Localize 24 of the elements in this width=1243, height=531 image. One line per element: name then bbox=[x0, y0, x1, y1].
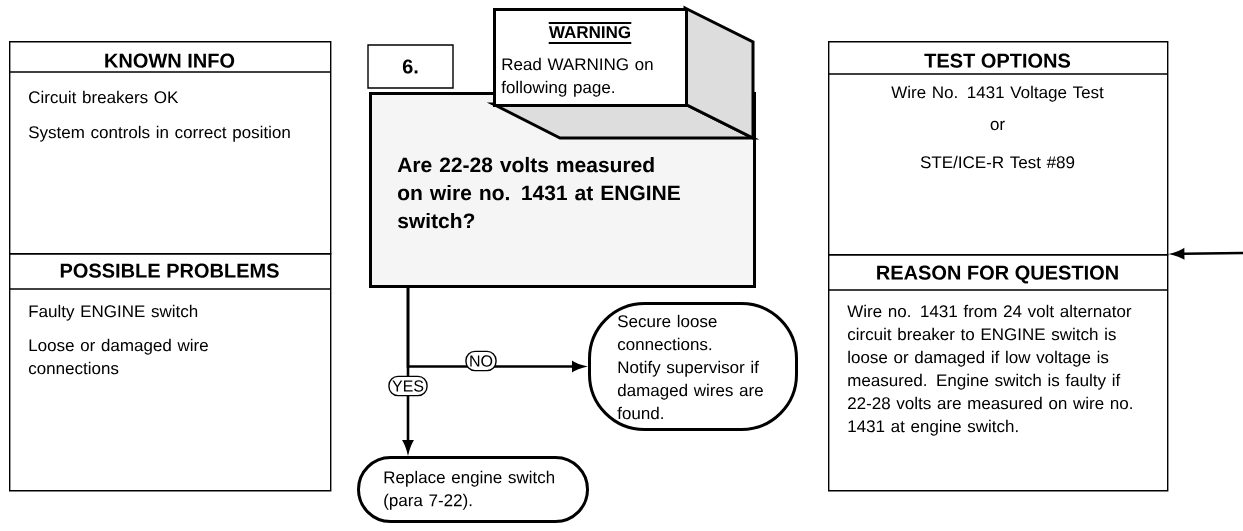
list-item: Circuit breakers OK bbox=[29, 90, 179, 104]
action-text: Replace engine switch (para 7-22). bbox=[384, 470, 555, 510]
panel-heading: TEST OPTIONS bbox=[924, 53, 1071, 68]
warning-text: Read WARNING on following page. bbox=[501, 57, 653, 97]
list-item: STE/ICE-R Test #89 bbox=[920, 155, 1075, 169]
info-panel bbox=[827, 41, 1169, 256]
list-item: or bbox=[990, 120, 1005, 131]
step-number-box: 6. bbox=[367, 44, 454, 89]
action-text: Secure loose connections. Notify supervisor if damaged wires are found. bbox=[617, 314, 763, 420]
list-item: Faulty ENGINE switch bbox=[29, 304, 198, 321]
info-panel bbox=[8, 253, 332, 492]
info-panel bbox=[8, 41, 332, 255]
list-item: System controls in correct position bbox=[28, 125, 290, 142]
info-panel bbox=[827, 254, 1169, 492]
panel-heading: POSSIBLE PROBLEMS bbox=[60, 263, 279, 278]
question-text: Are 22-28 volts measured on wire no. 1431 at ENGINE switch? bbox=[397, 156, 680, 229]
list-item: Wire no. 1431 from 24 volt alternator circuit breaker to ENGINE switch is loose or damaged if low voltage is measured. Engine switch is faulty if 22-28 volts are measured on wire no. 1431 at engine switch. bbox=[847, 304, 1132, 436]
warning-heading: WARNING bbox=[548, 26, 631, 39]
panel-heading: KNOWN INFO bbox=[105, 53, 235, 68]
list-item: Loose or damaged wire connections bbox=[28, 338, 208, 375]
list-item: Wire No. 1431 Voltage Test bbox=[891, 85, 1104, 102]
panel-heading: REASON FOR QUESTION bbox=[877, 265, 1118, 284]
edge-label: YES bbox=[388, 375, 428, 397]
arrow bbox=[1172, 248, 1243, 259]
